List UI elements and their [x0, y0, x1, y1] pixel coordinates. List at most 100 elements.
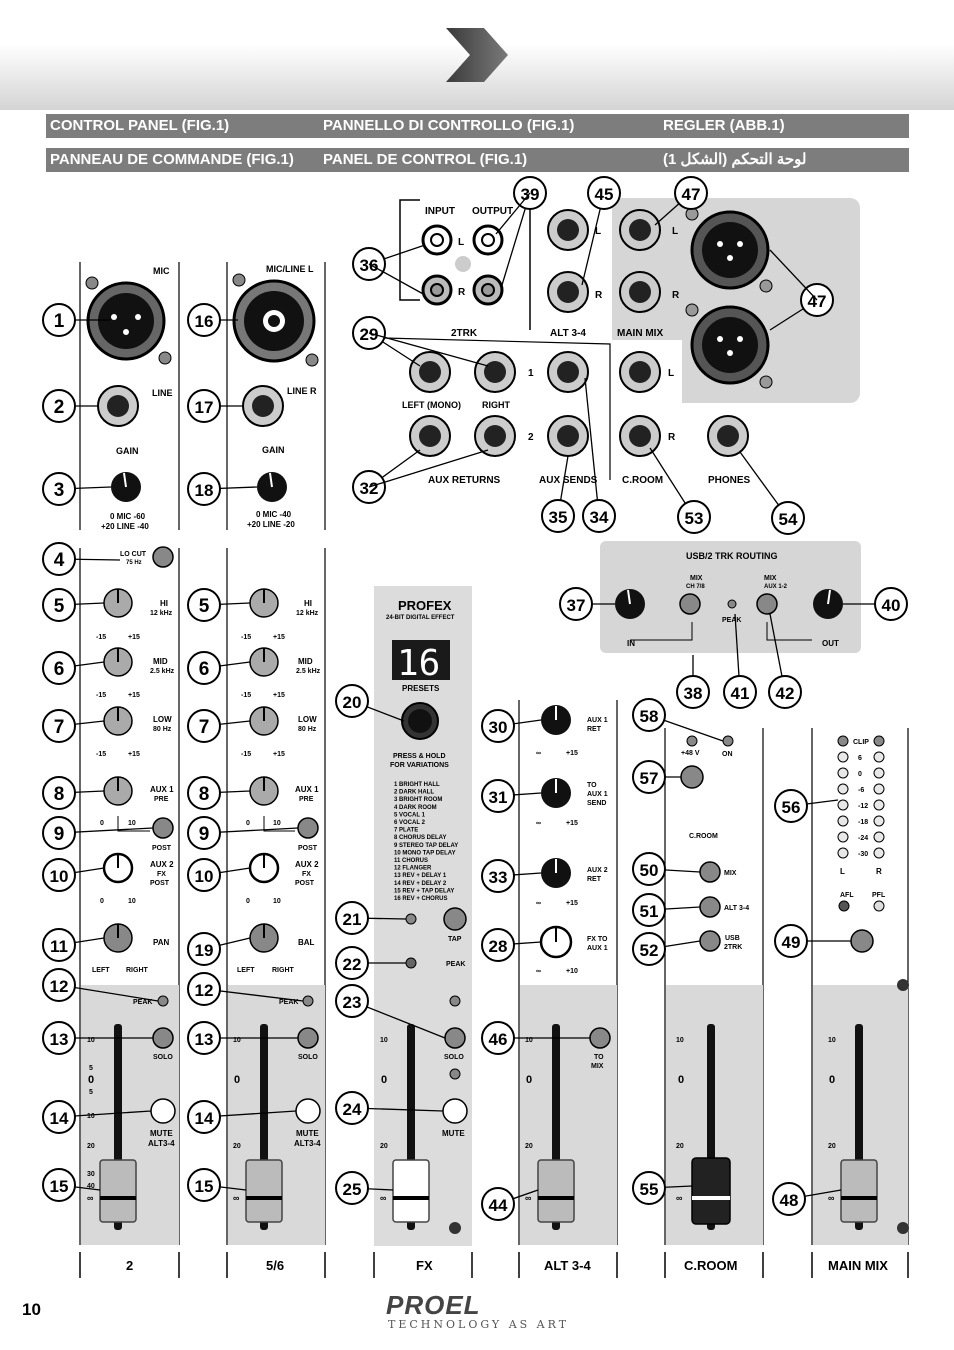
alt-l-label: L	[595, 226, 601, 237]
brand-logo: PROEL	[386, 1290, 481, 1320]
right-label: RIGHT	[482, 400, 511, 410]
callout-circle	[42, 1168, 76, 1202]
callout-circle	[481, 928, 515, 962]
callout-circle	[187, 972, 221, 1006]
rear-r-label: R	[458, 287, 466, 298]
callout-circle	[774, 924, 808, 958]
rear-input-label: INPUT	[425, 206, 455, 217]
aux-sends-label: AUX SENDS	[539, 475, 598, 486]
ch2-aux2-min: 0	[246, 898, 250, 905]
fx-presets-label: PRESETS	[402, 684, 440, 693]
fx-preset-item: 2 DARK HALL	[394, 790, 434, 796]
ch1-hi-freq: 12 kHz	[150, 610, 173, 617]
main-scale-0: 0	[829, 1074, 835, 1086]
callout-circle	[676, 675, 710, 709]
ch1-aux2-max: 10	[128, 898, 136, 905]
fx-preset-item: 1 BRIGHT HALL	[394, 782, 440, 788]
callout-number: 50	[640, 861, 659, 880]
ch1-name: 2	[126, 1258, 133, 1273]
croom-label: C.ROOM	[622, 475, 663, 486]
fx-preset-item: 6 VOCAL 2	[394, 820, 426, 826]
croom-scale-inf: ∞	[676, 1193, 683, 1203]
ch1-gain-range-1: 0 MIC -60	[110, 512, 146, 521]
ch1-hi-label: HI	[160, 599, 168, 608]
callout-circle	[559, 587, 593, 621]
fx-display: 16	[397, 643, 440, 684]
header-ar: (1 لوحة التحكم (الشكل	[663, 151, 807, 168]
fx-solo-label: SOLO	[444, 1054, 464, 1061]
ch1-aux1-min: 0	[100, 820, 104, 827]
ch1-mic-label: MIC	[153, 266, 170, 276]
header-fr: PANNEAU DE COMMANDE (FIG.1)	[50, 151, 294, 168]
brand-tagline: TECHNOLOGY AS ART	[388, 1318, 570, 1331]
fx-preset-item: 3 BRIGHT ROOM	[394, 797, 442, 803]
callout-number: 11	[50, 937, 68, 956]
two-label: 2	[528, 432, 534, 443]
croom-scale-0: 0	[678, 1074, 684, 1086]
usb-title: USB/2 TRK ROUTING	[686, 551, 778, 561]
ch2-mute-label: MUTE	[296, 1129, 319, 1138]
one-label: 1	[528, 368, 534, 379]
callout-number: 30	[489, 718, 508, 737]
alt-scale-20: 20	[525, 1143, 533, 1150]
ch2-pre-label: PRE	[299, 796, 314, 803]
callout-number: 14	[50, 1109, 69, 1128]
ch2-bal-label: BAL	[298, 938, 315, 947]
callout-number: 24	[343, 1100, 362, 1119]
callout-number: 9	[199, 824, 210, 845]
callout-leader	[769, 249, 818, 301]
callout-circle	[42, 816, 76, 850]
callout-number: 10	[195, 867, 214, 886]
meter-scale-label: -12	[858, 803, 868, 810]
croom-scale-20: 20	[676, 1143, 684, 1150]
callout-number: 8	[54, 784, 65, 805]
fx-section: PROFEX 24-BIT DIGITAL EFFECT 16 PRESETS …	[373, 586, 473, 1278]
callout-number: 8	[199, 784, 210, 805]
callout-number: 55	[640, 1180, 659, 1199]
svg-text:USB: USB	[725, 935, 740, 942]
header-de: REGLER (ABB.1)	[663, 117, 785, 134]
ch1-aux2-label: AUX 2	[150, 860, 174, 869]
meter-led-left	[837, 831, 849, 843]
callout-layer: 1234567891011121314151617181956789101213…	[42, 176, 908, 1221]
croom-name: C.ROOM	[684, 1258, 737, 1273]
callout-circle	[335, 901, 369, 935]
callout-number: 53	[685, 509, 704, 528]
ch2-hi-min: -15	[241, 634, 251, 641]
callout-number: 6	[199, 659, 210, 680]
fx-peak-label: PEAK	[446, 961, 465, 968]
callout-circle	[42, 858, 76, 892]
callout-circle	[632, 760, 666, 794]
callout-number: 13	[50, 1030, 69, 1049]
ch1-scale-m10: 10	[87, 1113, 95, 1120]
ch1-post2-label: POST	[150, 880, 170, 887]
callout-number: 10	[50, 867, 69, 886]
ch2-low-freq: 80 Hz	[298, 726, 317, 733]
fx-preset-item: 10 MONO TAP DELAY	[394, 850, 456, 856]
ch1-scale-40: 40	[87, 1183, 95, 1190]
callout-leader	[495, 192, 531, 235]
meter-led-left	[837, 735, 849, 747]
callout-number: 46	[489, 1030, 508, 1049]
callout-circle	[771, 501, 805, 535]
ch2-scale-inf: ∞	[233, 1193, 240, 1203]
ch2-low-max: +15	[273, 751, 285, 758]
callout-number: 5	[199, 596, 210, 617]
callout-circle	[335, 984, 369, 1018]
callout-number: 36	[360, 256, 379, 275]
callout-circle	[42, 303, 76, 337]
callout-number: 2	[54, 397, 65, 418]
meter-led-left	[837, 847, 849, 859]
rear-output-label: OUTPUT	[472, 206, 513, 217]
ch2-aux2-max: 10	[273, 898, 281, 905]
meter-led-right	[873, 751, 885, 763]
ch2-mid-label: MID	[298, 657, 313, 666]
callout-number: 22	[343, 955, 362, 974]
callout-circle	[677, 500, 711, 534]
ch1-low-freq: 80 Hz	[153, 726, 172, 733]
callout-number: 13	[195, 1030, 214, 1049]
fx-preset-item: 5 VOCAL 1	[394, 812, 426, 818]
svg-text:2TRK: 2TRK	[724, 944, 742, 951]
ch1-scale-inf: ∞	[87, 1193, 94, 1203]
